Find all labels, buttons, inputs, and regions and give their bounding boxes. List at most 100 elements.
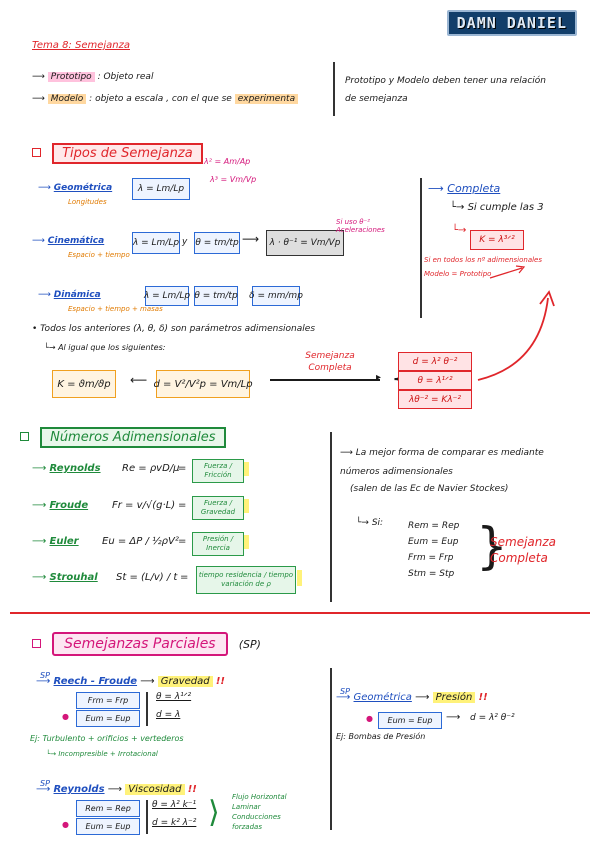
froude-eq: Fr = v/√(g·L) — [112, 500, 176, 511]
k-eq: K = ϑm/ϑp — [52, 370, 116, 398]
dinamica-sub: Espacio + tiempo + masas — [68, 305, 163, 313]
page-title: Tema 8: Semejanza — [32, 40, 130, 51]
arrow-icon: ⟶ — [428, 182, 448, 195]
cond-item: Frm = Frp — [408, 553, 454, 563]
euler-box: Presión / Inercia — [192, 532, 244, 556]
cinematica-label: Cinemática — [47, 236, 105, 246]
completa-row: ⟶ Completa — [428, 182, 500, 195]
divider — [330, 432, 332, 602]
modelo-desc-highlight: experimenta — [234, 94, 299, 104]
numeros-si: └→ Si: — [356, 518, 384, 528]
reynolds-sp-row: ⟶ Reynolds ⟶ Viscosidad !! — [36, 784, 197, 795]
and-symbol: y — [182, 237, 188, 247]
exclamation-icon: !! — [478, 692, 488, 703]
modelo-label: Modelo — [47, 94, 87, 104]
al-igual: └→ Al igual que los siguientes: — [44, 343, 166, 352]
modelo-desc: : objeto a escala , con el que se — [89, 94, 232, 104]
arrow-line — [270, 379, 380, 381]
reynolds-sp-label: Reynolds — [53, 784, 105, 795]
corner-arrow-icon: └→ — [44, 343, 59, 352]
ej2: Ej: Bombas de Presión — [336, 732, 426, 741]
dinamica-label: Dinámica — [53, 290, 101, 300]
checkbox-icon — [32, 148, 41, 157]
prototipo-label: Prototipo — [47, 72, 95, 82]
completa-line1: └→ Si cumple las 3 — [450, 202, 544, 213]
note-item: Conducciones forzadas — [232, 813, 281, 831]
reynolds-label: Reynolds — [49, 463, 101, 474]
arrow-icon: ⟶ — [32, 94, 48, 104]
geometrica-sub: Longitudes — [68, 198, 107, 206]
checkbox-icon — [20, 432, 29, 441]
arrow-icon: ⟶ — [242, 232, 260, 246]
completa-line3: Modelo = Prototipo — [424, 270, 492, 278]
numeros-conds: Rem = Rep Eum = Eup Frm = Frp Stm = Stp — [408, 518, 459, 582]
completa-eq-row: └→ — [452, 218, 466, 237]
reech-label: Reech - Froude — [53, 676, 138, 687]
d-eq: d = V²/V²p = Vm/Lp — [153, 370, 253, 398]
bullet-icon: • — [32, 324, 41, 334]
dinamica-row: ⟶ Dinámica — [38, 290, 101, 300]
note-item: Laminar — [232, 803, 261, 811]
curved-arrow-icon — [477, 290, 555, 381]
sp-tag: SP — [340, 687, 350, 696]
cond-item: Stm = Stp — [408, 569, 455, 579]
divider — [420, 178, 422, 318]
arrow-icon: ⟶ — [340, 448, 356, 458]
bullet-icon: ● — [62, 820, 69, 829]
geom-sp-r1: d = λ² θ⁻² — [470, 713, 515, 723]
strouhal-eq: St = (L/v) / t — [116, 572, 178, 583]
froude-box: Fuerza / Gravedad — [192, 496, 244, 520]
equals-symbol: = — [178, 463, 187, 474]
reynolds-eq: Re = ρvD/μ — [122, 463, 180, 474]
reech-r2: d = λ — [156, 710, 181, 720]
highlight-mark — [244, 535, 249, 549]
brace-icon: } — [476, 517, 508, 575]
divider — [333, 62, 335, 116]
parciales-tag: (SP) — [238, 638, 261, 651]
strouhal-row: ⟶ Strouhal — [32, 572, 98, 583]
arrow-icon: ⟶ — [32, 572, 50, 583]
arrow-icon: ⟶ — [36, 676, 54, 687]
arrow-icon: ⟶ — [32, 463, 50, 474]
arrow-icon: ⟶ — [32, 536, 50, 547]
arrow-icon: ⟶ — [36, 784, 54, 795]
tipos-heading: Tipos de Semejanza — [32, 142, 203, 164]
brace-line — [146, 692, 148, 726]
highlight-mark — [244, 499, 249, 513]
cinematica-result: λ · θ⁻¹ = Vm/Vp — [266, 230, 344, 256]
prototipo-desc: : Objeto real — [97, 72, 154, 82]
section-divider — [10, 612, 590, 614]
reynolds-box: Fuerza / Fricción — [192, 459, 244, 483]
reech-arrow-to: Gravedad — [157, 676, 213, 687]
parciales-heading-label: Semejanzas Parciales — [52, 632, 228, 656]
divider — [330, 668, 332, 830]
arrow-icon: ⟶ — [32, 236, 48, 246]
cinematica-sub: Espacio + tiempo — [68, 251, 130, 259]
euler-row: ⟶ Euler — [32, 536, 79, 547]
completa-line2: Si en todos los nº adimensionales — [424, 256, 543, 264]
cinematica-row: ⟶ Cinemática — [32, 236, 104, 246]
arrow-icon: ⟶ — [415, 692, 433, 703]
highlight-mark — [297, 570, 302, 586]
dinamica-eq1: λ = Lm/Lp — [144, 286, 190, 306]
numeros-note1: ⟶ La mejor forma de comparar es mediante… — [340, 448, 544, 477]
reynolds-sp-c1: Rem = Rep — [76, 800, 140, 817]
euler-eq: Eu = ΔP / ½ρV² — [102, 536, 179, 547]
cond-item: Rem = Rep — [408, 521, 460, 531]
arrow-icon: ⟶ — [107, 784, 126, 795]
arrow-icon: ⟶ — [38, 290, 54, 300]
froude-label: Froude — [49, 500, 89, 511]
reech-r1: θ = λ¹ᐟ² — [156, 692, 192, 702]
reech-row: ⟶ Reech - Froude ⟶ Gravedad !! — [36, 676, 225, 687]
reynolds-row: ⟶ Reynolds — [32, 463, 101, 474]
sc-eq1: d = λ² θ⁻² — [398, 352, 472, 371]
geometrica-side2: λ³ = Vm/Vp — [210, 175, 257, 184]
arrow-icon: ⟶ — [32, 72, 48, 82]
froude-row: ⟶ Froude — [32, 500, 88, 511]
geom-sp-arrow-to: Presión — [432, 692, 476, 703]
ej1: Ej: Turbulento + orificios + vertederos — [30, 734, 184, 743]
corner-arrow-icon: └→ — [452, 225, 467, 236]
geometrica-eq: λ = Lm/Lp — [132, 178, 190, 200]
reynolds-sp-r1: θ = λ² k⁻¹ — [152, 800, 197, 810]
highlight-mark — [244, 462, 249, 476]
